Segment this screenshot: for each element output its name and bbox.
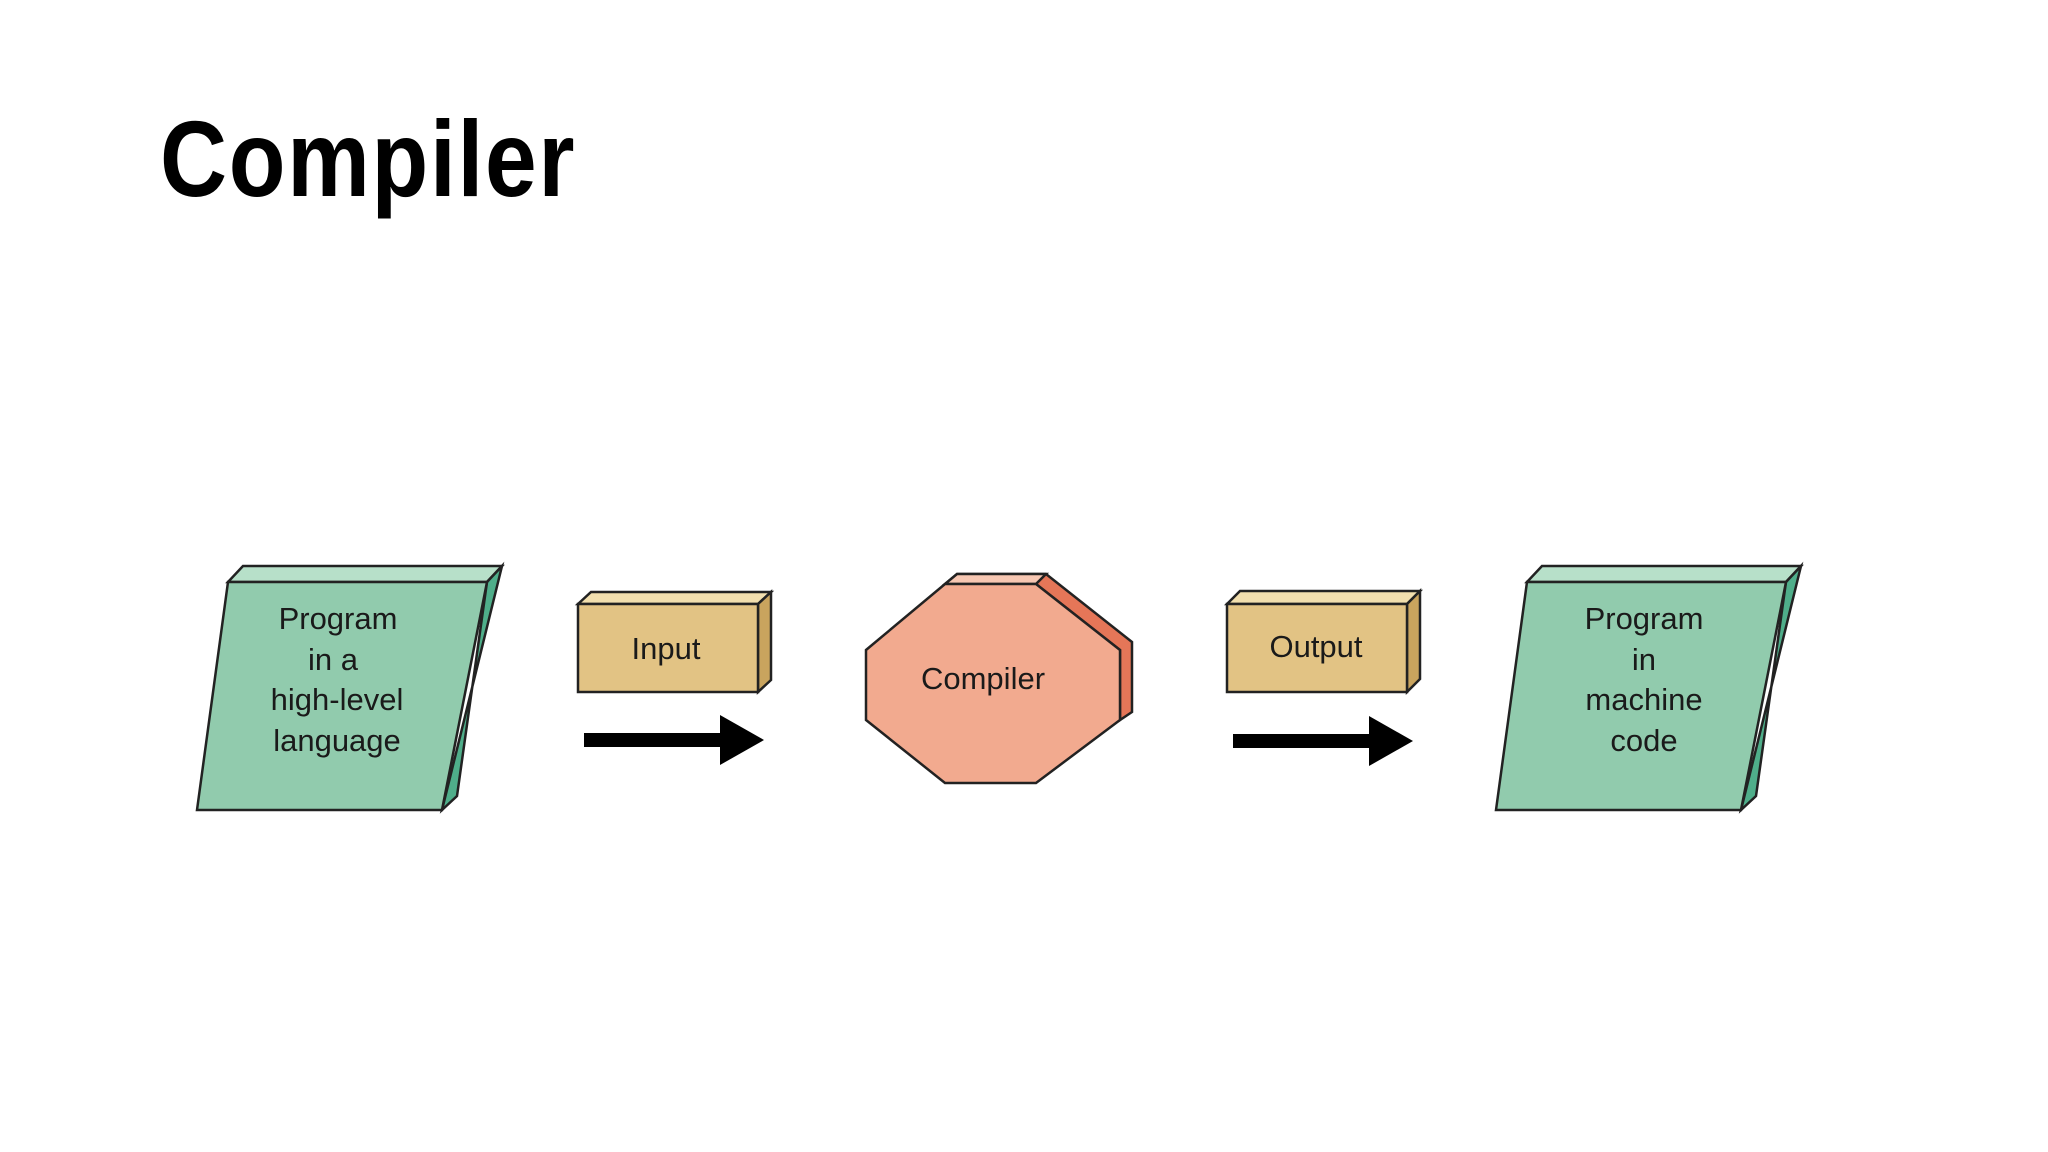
compiler-shape: Compiler	[864, 572, 1134, 785]
source-line-2: in a	[308, 642, 359, 677]
target-line-3: machine	[1585, 682, 1702, 717]
slide-title: Compiler	[160, 98, 577, 219]
compiler-label: Compiler	[921, 661, 1045, 696]
target-program-shape: Program in machine code	[1494, 561, 1804, 814]
output-label: Output	[1269, 629, 1362, 664]
input-tag: Input	[574, 589, 775, 695]
target-line-1: Program	[1585, 601, 1704, 636]
source-line-1: Program	[279, 601, 398, 636]
output-arrow	[1233, 716, 1413, 766]
input-label: Input	[632, 631, 701, 666]
input-arrow	[584, 715, 764, 765]
target-line-4: code	[1610, 723, 1677, 758]
source-line-4: language	[273, 723, 401, 758]
output-tag: Output	[1223, 587, 1424, 696]
source-program-shape: Program in a high-level language	[195, 561, 505, 814]
source-line-3: high-level	[271, 682, 404, 717]
target-line-2: in	[1632, 642, 1656, 677]
